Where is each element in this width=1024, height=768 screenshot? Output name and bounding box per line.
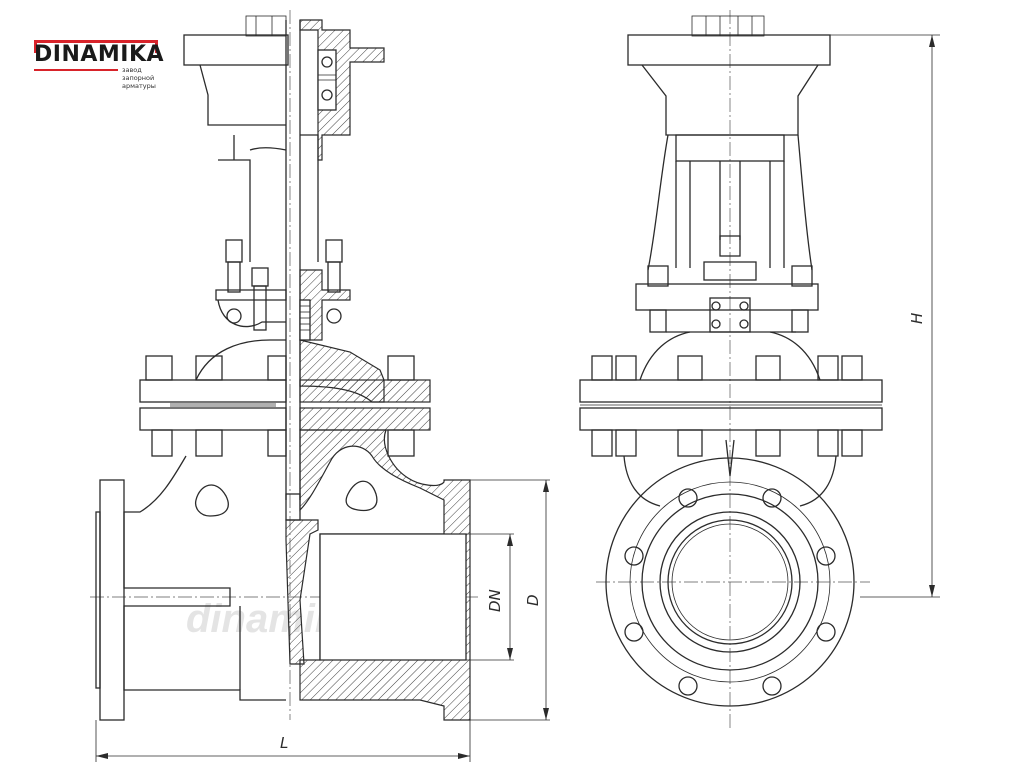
- logo-accent-right: [155, 43, 158, 53]
- logo-tagline: завод запорной арматуры: [122, 66, 156, 90]
- dimension-label-L: L: [280, 734, 288, 752]
- section-view: [90, 10, 480, 721]
- dimension-label-H: H: [908, 313, 926, 324]
- dimension-lines: [95, 34, 940, 762]
- logo-brand-name: DINAMIKA: [34, 42, 165, 67]
- dimension-label-DN: DN: [486, 589, 504, 612]
- logo-accent-left: [34, 43, 37, 53]
- logo-accent-top: [34, 40, 158, 43]
- side-view: [579, 10, 883, 730]
- dimension-label-D: D: [524, 594, 542, 606]
- logo-underline: [34, 69, 118, 71]
